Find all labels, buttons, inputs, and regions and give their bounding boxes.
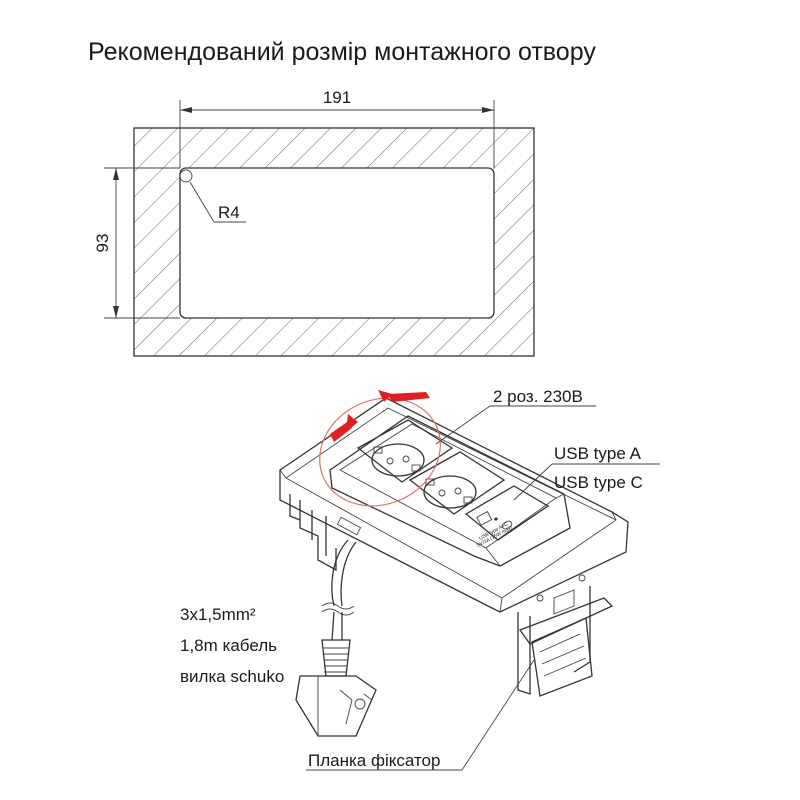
socket-1 (356, 419, 454, 483)
callout-sockets: 2 роз. 230В (435, 387, 596, 445)
callout-usb-a-label: USB type A (554, 444, 642, 463)
rotation-arrow-left (330, 420, 352, 442)
callout-cable-line2: 1,8m кабель (180, 636, 277, 655)
cable-lower (331, 611, 343, 641)
callout-cable-line3: вилка schuko (180, 667, 284, 686)
cutout-drawing: 191 93 R4 (93, 88, 535, 357)
rotating-head (329, 415, 571, 567)
callout-cable-line1: 3x1,5mm² (180, 605, 256, 624)
countertop-outline (133, 127, 535, 357)
width-dimension: 191 (179, 88, 495, 168)
top-plate (279, 397, 629, 613)
rotation-indicator (319, 390, 441, 507)
height-dimension: 93 (93, 167, 180, 319)
usb-c-port (501, 520, 513, 530)
highlight-circle (319, 397, 441, 507)
cable-upper (331, 539, 349, 607)
clamp-assembly (517, 574, 614, 697)
callout-usb: USB type A USB type C (513, 444, 660, 501)
page-title: Рекомендований розмір монтажного отвору (88, 38, 596, 66)
cutout-opening (179, 167, 495, 319)
radius-callout: R4 (179, 169, 246, 223)
callout-sockets-label: 2 роз. 230В (493, 387, 583, 406)
radius-label: R4 (218, 203, 240, 222)
countertop-hatch (134, 128, 534, 356)
callout-cable: 3x1,5mm² 1,8m кабель вилка schuko (180, 605, 284, 686)
socket-unit-illustration: USB type A+C 5V/3A (15W max) (279, 390, 629, 737)
callout-clamp: Планка фіксатор (306, 659, 535, 771)
usb-module: USB type A+C 5V/3A (15W max) (464, 485, 550, 549)
schuko-plug (295, 639, 377, 737)
rotation-arrow-top (388, 392, 430, 402)
callout-clamp-label: Планка фіксатор (308, 751, 440, 770)
width-label: 191 (323, 88, 351, 107)
height-label: 93 (93, 234, 112, 253)
usb-a-port (476, 511, 493, 526)
body-left (289, 494, 337, 572)
callout-usb-c-label: USB type C (554, 473, 643, 492)
